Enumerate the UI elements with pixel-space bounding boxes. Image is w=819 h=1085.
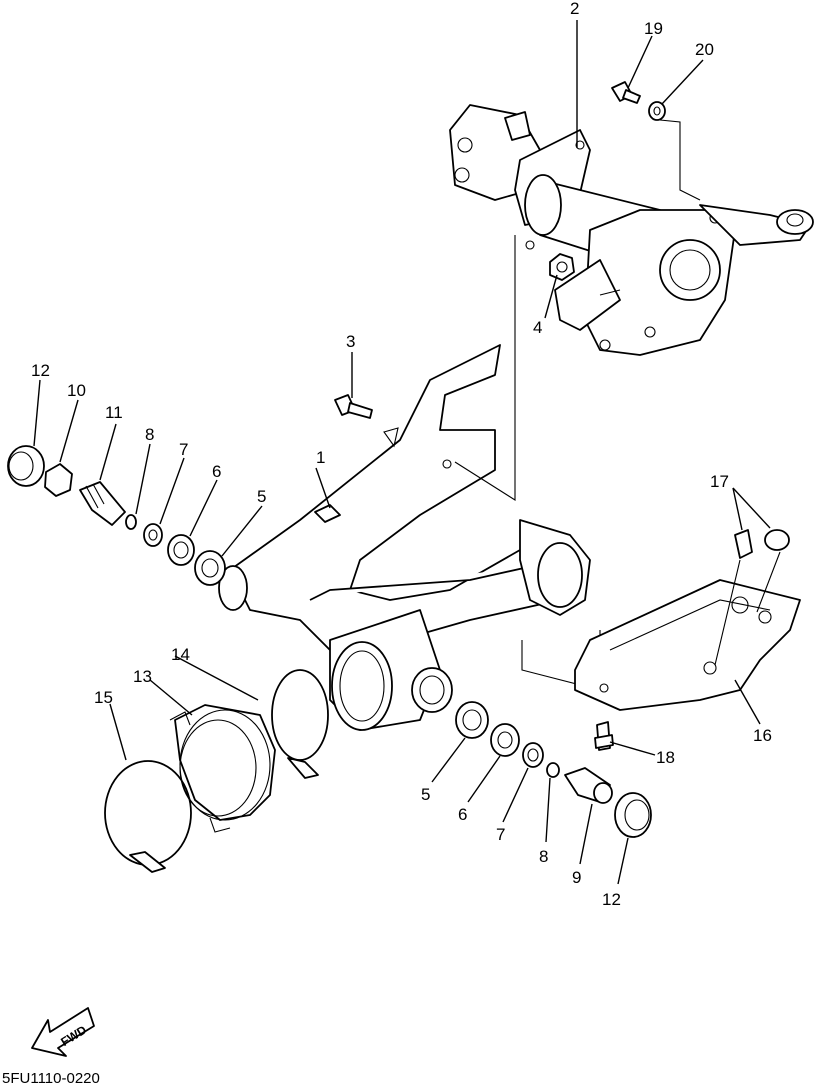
callout-6-right: 6 — [458, 805, 467, 824]
part-11-shaft — [79, 481, 126, 526]
part-5-bearing-right — [455, 701, 489, 739]
part-17-caps — [734, 529, 790, 559]
callout-4: 4 — [533, 318, 542, 337]
callout-6-left: 6 — [212, 462, 221, 481]
callout-leaders — [33, 20, 771, 885]
callout-11: 11 — [105, 403, 123, 422]
drawing-code: 5FU1110-0220 — [2, 1070, 100, 1085]
part-20-washer — [648, 101, 666, 121]
callout-3: 3 — [346, 332, 355, 351]
fwd-arrow-icon: FWD — [31, 1007, 95, 1057]
part-9-shaft — [564, 767, 613, 804]
part-8-oring-right — [546, 762, 560, 778]
part-7-seal-left — [143, 523, 163, 547]
part-19-bolt — [611, 81, 641, 104]
part-6-bearing-left — [167, 534, 195, 566]
part-13-boot — [169, 704, 276, 833]
callout-15: 15 — [94, 688, 113, 707]
part-2-axle-housing — [449, 104, 814, 356]
part-12-cap-left — [7, 445, 45, 487]
leader-20 — [659, 119, 701, 201]
part-12-cap-right — [614, 792, 652, 838]
part-16-guard — [574, 579, 801, 711]
part-14-clamp — [271, 669, 329, 779]
callout-labels: 1 2 3 4 5 5 6 6 7 7 8 8 9 10 11 12 12 13… — [31, 0, 772, 909]
callout-7-right: 7 — [496, 825, 505, 844]
callout-10: 10 — [67, 381, 86, 400]
part-3-bolt — [334, 394, 373, 419]
part-6-bearing-right — [490, 723, 520, 757]
callout-5-left: 5 — [257, 487, 266, 506]
callout-12-right: 12 — [602, 890, 621, 909]
callout-1: 1 — [316, 448, 325, 467]
part-10-nut — [44, 463, 73, 497]
part-5-bearing-left — [194, 550, 226, 586]
part-15-clamp — [104, 760, 192, 873]
callout-7-left: 7 — [179, 440, 188, 459]
callout-20: 20 — [695, 40, 714, 59]
callout-9: 9 — [572, 868, 581, 887]
callout-19: 19 — [644, 19, 663, 38]
callout-17: 17 — [710, 472, 729, 491]
callout-12-left: 12 — [31, 361, 50, 380]
callout-2: 2 — [570, 0, 579, 18]
callout-5-right: 5 — [421, 785, 430, 804]
leader-line — [454, 235, 516, 501]
part-8-oring-left — [125, 514, 137, 530]
part-18-bolt — [594, 721, 614, 751]
part-4-nut — [549, 253, 575, 281]
callout-13: 13 — [133, 667, 152, 686]
callout-8-right: 8 — [539, 847, 548, 866]
part-7-seal-right — [522, 742, 544, 768]
callout-14: 14 — [171, 645, 190, 664]
callout-18: 18 — [656, 748, 675, 767]
callout-16: 16 — [753, 726, 772, 745]
leader-17 — [714, 551, 781, 666]
callout-8-left: 8 — [145, 425, 154, 444]
part-1-swingarm — [218, 344, 591, 731]
